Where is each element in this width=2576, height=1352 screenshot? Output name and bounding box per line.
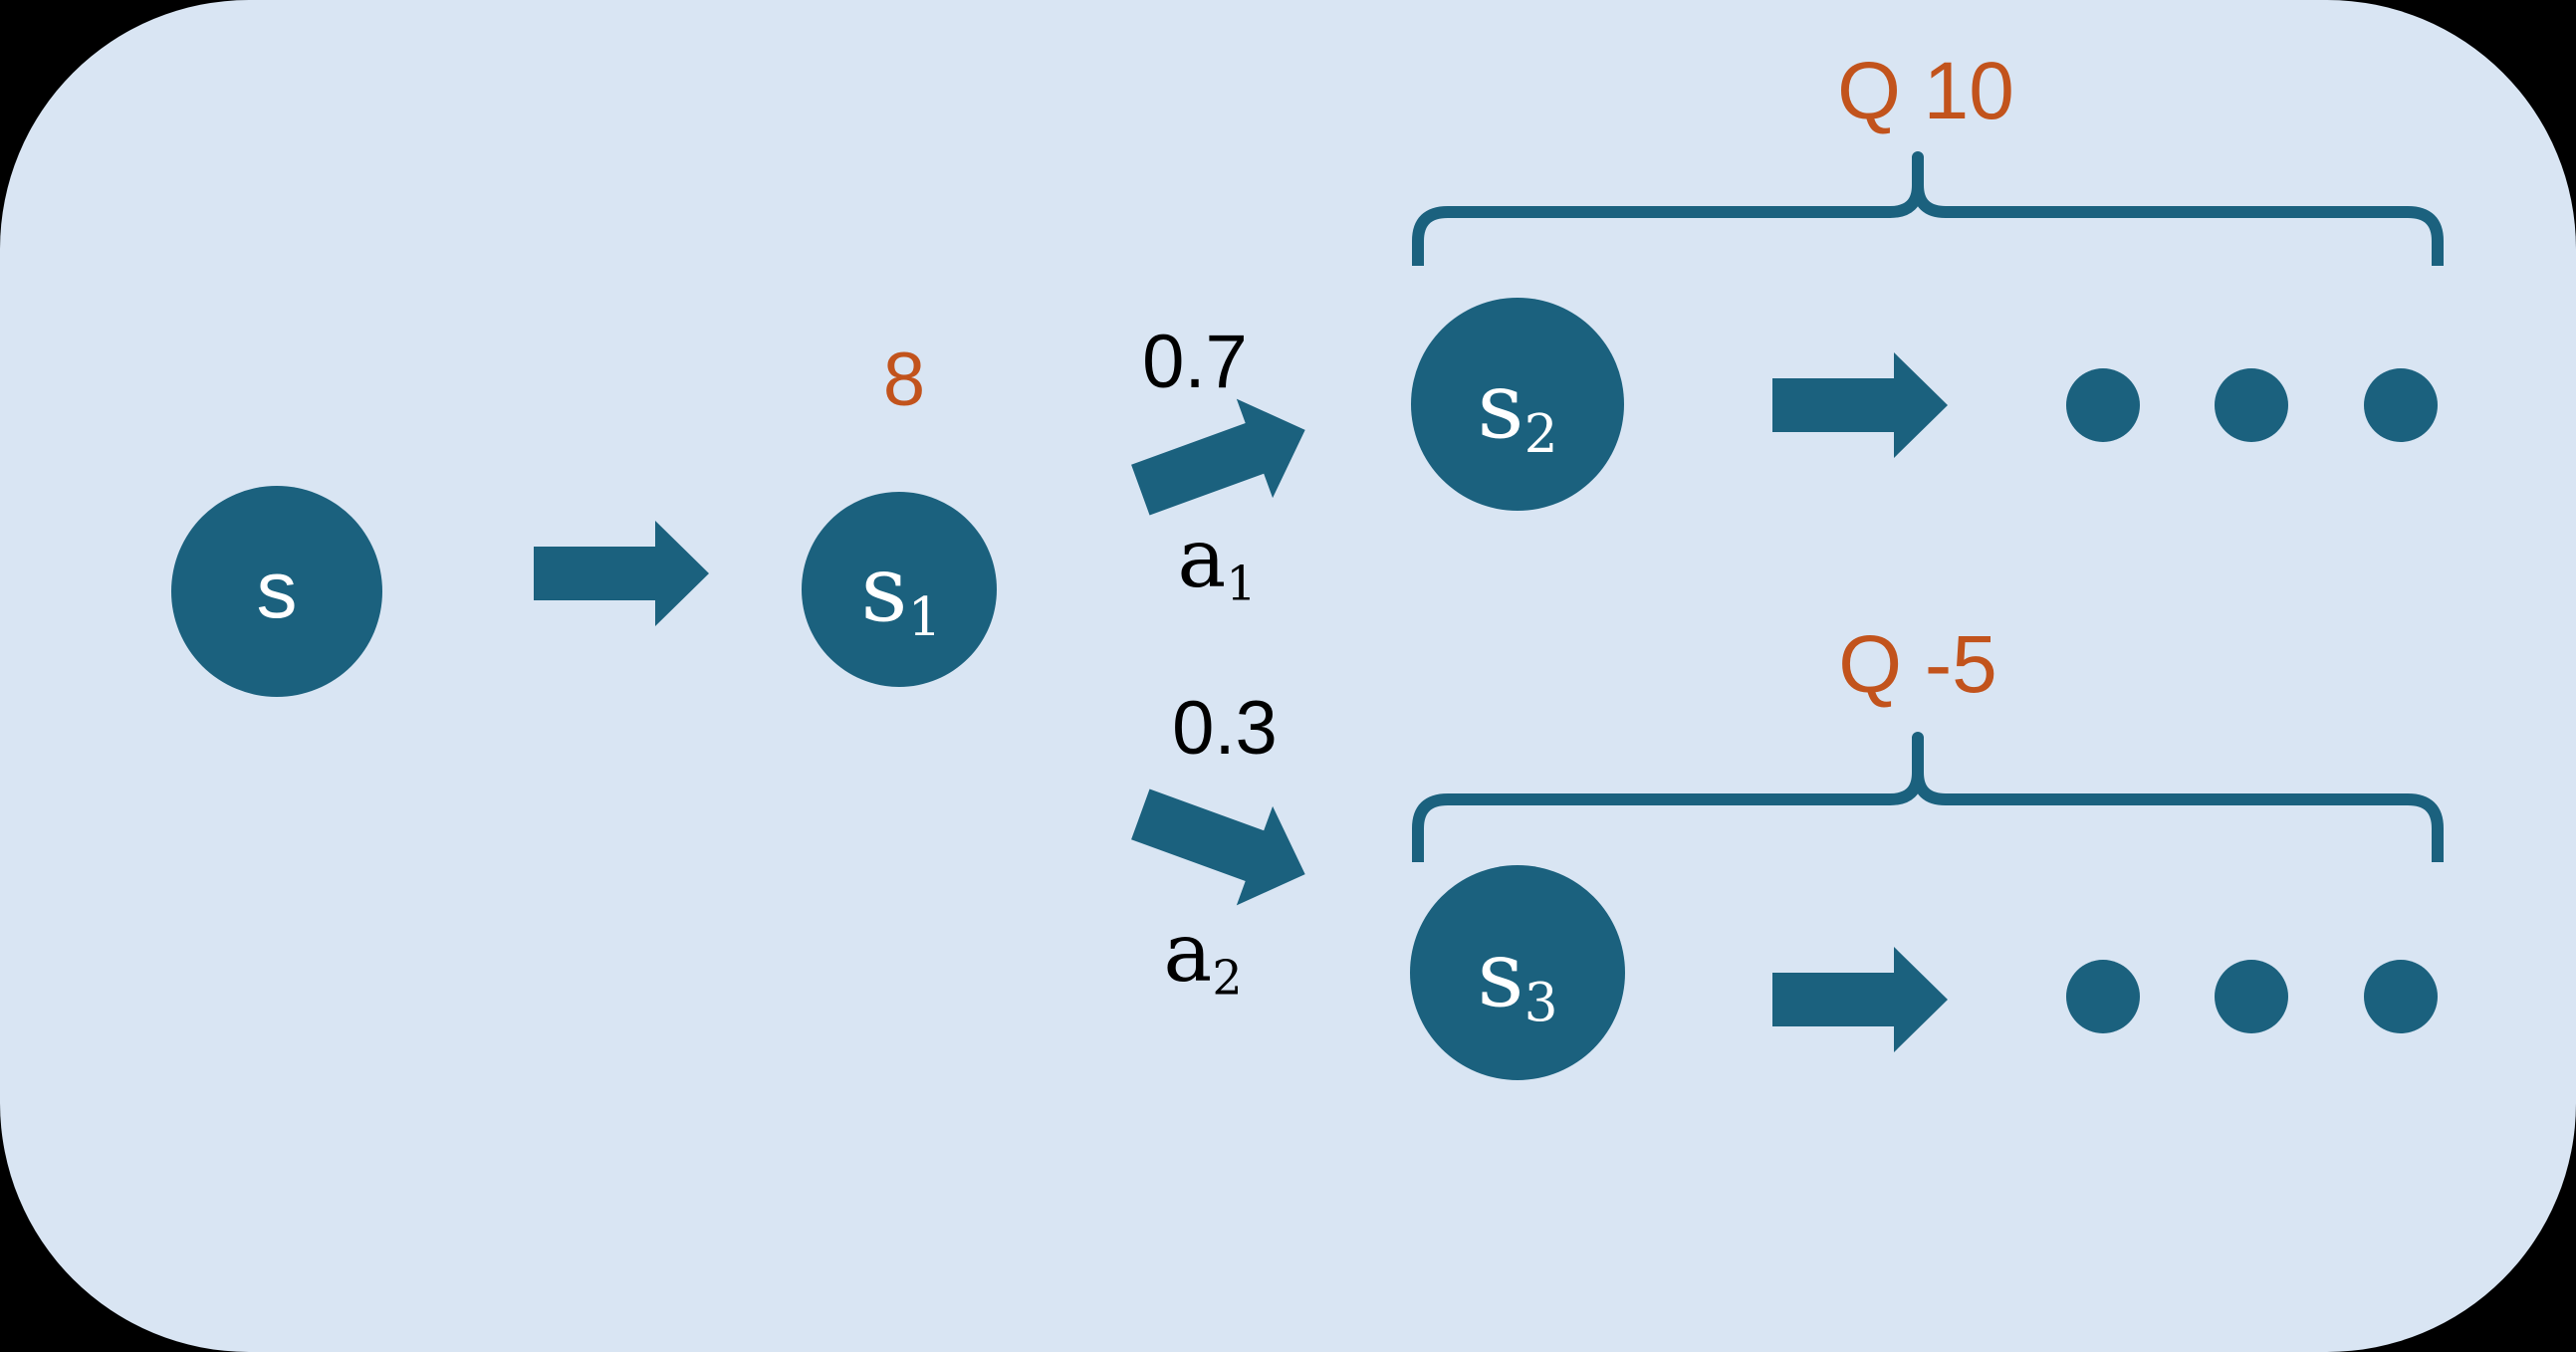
arrow-s2-to-future-icon <box>1772 352 1948 458</box>
reward-label: 8 <box>882 338 926 422</box>
ellipsis-dot <box>2066 368 2140 442</box>
state-label-s: s <box>256 545 298 636</box>
brace-bottom-icon <box>1412 732 2444 862</box>
q-value-label-top: Q 10 <box>1837 46 2014 136</box>
arrow-action-a2-icon <box>1131 789 1305 906</box>
probability-label-a2: 0.3 <box>1172 686 1278 771</box>
state-label-s1: s1 <box>860 535 942 648</box>
state-node-s3-circle <box>1410 865 1625 1080</box>
arrow-action-a1-icon <box>1131 398 1305 516</box>
arrow-s3-to-future-icon <box>1772 947 1948 1052</box>
q-value-label-bottom: Q -5 <box>1838 619 1997 710</box>
state-node-s1-circle <box>802 492 997 687</box>
arrow-s-to-s1-icon <box>534 521 709 626</box>
ellipsis-dot <box>2215 368 2288 442</box>
brace-top-icon <box>1412 151 2444 266</box>
state-label-s3: s3 <box>1477 920 1558 1033</box>
ellipsis-dot <box>2066 960 2140 1033</box>
probability-label-a1: 0.7 <box>1142 320 1248 404</box>
state-node-s-circle <box>171 486 382 697</box>
state-label-s2: s2 <box>1477 351 1558 465</box>
action-label-a2: a2 <box>1163 906 1243 1007</box>
ellipsis-dot <box>2215 960 2288 1033</box>
state-node-s2-circle <box>1411 298 1624 511</box>
ellipsis-dot <box>2364 368 2438 442</box>
action-label-a1: a1 <box>1177 512 1257 612</box>
ellipsis-dot <box>2364 960 2438 1033</box>
